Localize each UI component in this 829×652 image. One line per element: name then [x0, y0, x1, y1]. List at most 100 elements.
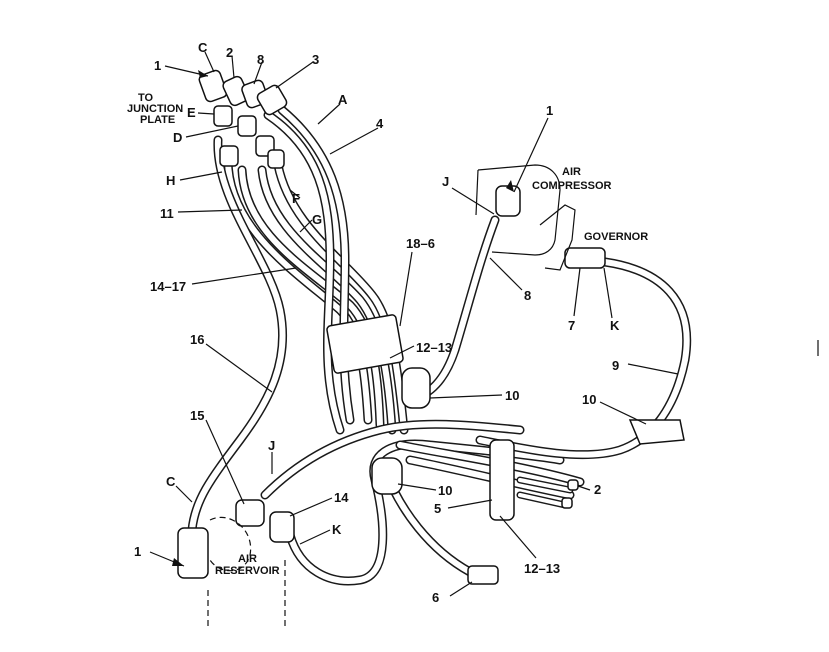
leader-2-top [231, 55, 235, 79]
label-air-compressor-2: COMPRESSOR [532, 180, 612, 192]
leader-4 [329, 127, 379, 155]
label-air-reservoir-2: RESERVOIR [215, 565, 280, 577]
hose-f-inner [275, 162, 407, 433]
label-10-right: 10 [582, 392, 596, 407]
label-12-13-low: 12–13 [524, 561, 560, 576]
tube-short-1-inner [518, 478, 572, 492]
leader-d [185, 125, 239, 138]
label-j-left: J [268, 438, 275, 453]
leader-g [299, 219, 313, 233]
leader-15 [205, 419, 245, 505]
labels: C 1 2 8 3 A 4 TO JUNCTION PLATE E D H 11… [127, 40, 648, 605]
label-16: 16 [190, 332, 204, 347]
label-8-right: 8 [524, 288, 531, 303]
arrow-1-compressor [506, 180, 514, 192]
label-k-low: K [332, 522, 342, 537]
tube-short-2-inner [518, 493, 567, 507]
fitting-15 [235, 499, 265, 527]
label-to-junction-plate-2: JUNCTION [127, 103, 183, 115]
tube-end-2a [567, 479, 579, 491]
leader-h [179, 171, 223, 181]
leader-j-compressor [451, 187, 495, 215]
leader-8-right [489, 257, 523, 291]
clamp-10-low [371, 457, 403, 495]
governor-fitting-7 [564, 247, 606, 269]
arrowheads [172, 70, 514, 566]
fitting-14 [269, 511, 295, 543]
hose-bundle-right-1-inner [397, 442, 583, 485]
leader-10-right [599, 401, 647, 425]
clamp-10-mid [401, 367, 431, 409]
fitting-cluster-2 [267, 149, 285, 169]
compressor-line [475, 169, 479, 216]
hose-g-inner [259, 167, 395, 433]
leader-a [317, 103, 341, 125]
leader-7 [573, 267, 581, 317]
label-8-top: 8 [257, 52, 264, 67]
fitting-d [237, 115, 257, 137]
leader-12-13-low [499, 515, 537, 559]
label-k-right: K [610, 318, 620, 333]
label-2-right: 2 [594, 482, 601, 497]
leader-1-compressor [513, 117, 549, 193]
governor-outline [539, 204, 576, 271]
label-air-compressor-1: AIR [562, 166, 581, 178]
label-1-compressor: 1 [546, 103, 553, 118]
clamp-10-right [628, 419, 685, 445]
hose-j-inner [262, 421, 523, 498]
leader-16 [205, 343, 273, 393]
label-a: A [338, 92, 348, 107]
leader-10-low [397, 483, 437, 491]
leader-k-low [299, 529, 331, 545]
hose-11-inner [239, 167, 383, 428]
label-5: 5 [434, 501, 441, 516]
leader-8-top [253, 61, 263, 85]
label-to-junction-plate-1: TO [138, 92, 154, 104]
label-14: 14 [334, 490, 349, 505]
label-1-top: 1 [154, 58, 161, 73]
leader-5 [447, 499, 493, 509]
arrow-1-top [198, 70, 208, 78]
leader-18-6 [399, 251, 413, 327]
leader-lines [149, 51, 679, 597]
air-compressor-outline [477, 164, 561, 256]
leader-14 [289, 497, 333, 517]
label-1-left: 1 [134, 544, 141, 559]
tube-end-2b [561, 497, 573, 509]
label-e: E [187, 105, 196, 120]
bracket-18-6 [326, 314, 404, 374]
hose-a-inner [265, 112, 343, 433]
fitting-6 [467, 565, 499, 585]
label-11: 11 [160, 206, 174, 221]
fittings-group [177, 69, 685, 585]
leader-c-left [175, 485, 193, 503]
label-g: G [312, 212, 322, 227]
leader-12-13-mid [389, 345, 415, 359]
label-3: 3 [312, 52, 319, 67]
leader-9 [627, 363, 679, 375]
label-to-junction-plate-3: PLATE [140, 114, 175, 126]
leader-3 [275, 61, 314, 89]
leader-f [289, 189, 301, 199]
fitting-1-left [177, 527, 209, 579]
leader-c-top [204, 51, 215, 73]
leader-11 [177, 209, 243, 213]
label-15: 15 [190, 408, 204, 423]
label-14-17: 14–17 [150, 279, 186, 294]
label-h: H [166, 173, 175, 188]
fitting-3-top [256, 84, 288, 116]
label-18-6: 18–6 [406, 236, 435, 251]
leader-2-right [577, 485, 591, 491]
leader-e [197, 112, 215, 115]
label-c-left: C [166, 474, 176, 489]
clamp-12-13-low [489, 439, 515, 521]
hose-16-inner [189, 137, 286, 533]
leader-10-mid [429, 394, 503, 399]
label-f: F [292, 191, 300, 206]
label-2-top: 2 [226, 45, 233, 60]
label-12-13-mid: 12–13 [416, 340, 452, 355]
fitting-1-top [198, 69, 228, 103]
arrow-1-left [172, 558, 184, 566]
